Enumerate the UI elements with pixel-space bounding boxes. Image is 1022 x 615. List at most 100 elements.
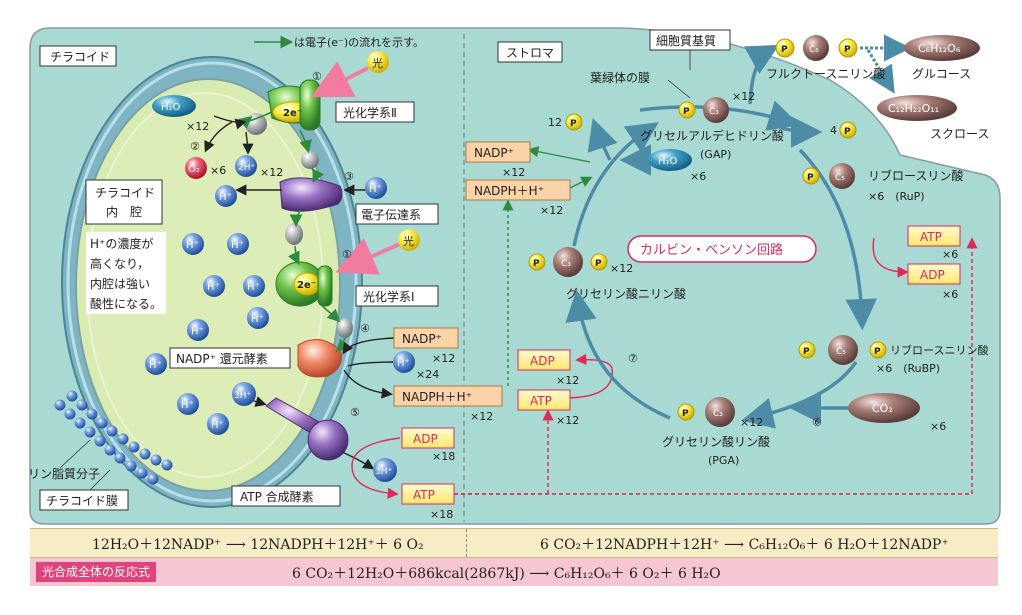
atp-synthase-label-box: [231, 485, 341, 507]
x12-bpga: ×12: [610, 262, 633, 275]
p-rup: P: [807, 173, 814, 183]
gap-abbr: (GAP): [700, 148, 731, 161]
proton-lumen-9: [177, 393, 199, 415]
sucrose-label: スクロース: [930, 127, 989, 141]
water-molecule: [648, 149, 692, 171]
twoh-label: 2H⁺: [238, 163, 255, 173]
bpga-label: グリセリン酸ニリン酸: [566, 286, 686, 301]
thylakoid-membrane-label-box: [39, 489, 129, 511]
pga-molecule: [677, 397, 735, 427]
proton-lumen-2: [182, 233, 204, 255]
atp-low: ATP: [413, 488, 435, 502]
rubp-molecule: [798, 335, 887, 365]
h-lumen-3: H⁺: [231, 240, 244, 251]
bpga-molecule: [528, 247, 608, 277]
c5-rubp: C₅: [836, 347, 846, 357]
c5-rup: C₅: [835, 173, 845, 183]
x12-gap: ×12: [732, 90, 755, 103]
c3-bpga: C₃: [561, 259, 571, 269]
etc-label: 電子伝達系: [361, 208, 421, 222]
rup-label: リブロースリン酸: [868, 168, 963, 183]
thylakoid-label-box: [39, 45, 117, 67]
atp-low-count: ×18: [430, 508, 453, 521]
ferredoxin: [337, 318, 353, 338]
total-equation-label: 光合成全体の反応式: [36, 562, 157, 582]
lumen-note-3: 内腔は強い: [90, 276, 150, 291]
proton-lumen-3: [227, 233, 249, 255]
step-7: ⑦: [628, 352, 638, 365]
rubp-count: ×6 (RuBP): [876, 362, 940, 375]
p-fbp-2: P: [844, 45, 851, 55]
equation-divider: [466, 529, 467, 557]
h-lumen-2: H⁺: [186, 240, 199, 251]
co2-count: ×6: [930, 420, 946, 433]
adp-right: ADP: [920, 268, 945, 282]
nadp-center: NADP⁺: [402, 332, 442, 346]
gap-molecule: [678, 97, 729, 123]
light-orb-2: [398, 229, 420, 251]
photosystem-1: [275, 261, 333, 307]
sucrose-molecule: [877, 95, 957, 121]
lumen-note-4: 酸性になる。: [90, 296, 162, 311]
step-4: ④: [360, 322, 370, 335]
adp-low: ADP: [413, 432, 438, 446]
p-fbp-1: P: [781, 45, 788, 55]
nadp-reductase-label-box: [169, 347, 291, 369]
glucose-label: グルコース: [912, 67, 971, 81]
water-molecule-left: [152, 95, 196, 117]
ps1-label: 光化学系Ⅰ: [363, 289, 415, 304]
threeh-lumen: 3H⁺: [234, 391, 251, 401]
h-lumen-10: H⁺: [211, 420, 224, 431]
h2o-stroma-count: ×6: [690, 170, 706, 183]
proton-lumen-4: [203, 275, 225, 297]
proton-2h: [235, 155, 257, 177]
atp-mid-count: ×12: [556, 414, 579, 427]
adp-box-mid: [517, 349, 571, 371]
reaction-arrows: [204, 115, 395, 470]
glucose-formula: C₆H₁₂O₆: [918, 42, 961, 55]
rup-count: ×6 (RuP): [868, 190, 925, 203]
phosphate-12: [565, 113, 583, 131]
calvin-reaction-equation: 6 CO₂＋12NADPH＋12H⁺ ⟶ C₆H₁₂O₆＋ 6 H₂O＋12NA…: [540, 537, 949, 553]
cytoplasm-label: 細胞質基質: [656, 33, 716, 48]
p-twelve: P: [570, 119, 577, 129]
light-reaction-equation: 12H₂O＋12NADP⁺ ⟶ 12NADPH＋12H⁺＋ 6 O₂: [92, 537, 424, 553]
twelve-p: 12: [548, 116, 562, 129]
lumen-note-2: 高くなり，: [90, 256, 149, 271]
atp-synthase-shape: [265, 397, 349, 461]
legend-dot: [257, 41, 259, 43]
h-24: H⁺: [397, 358, 410, 369]
proton-24: [393, 351, 415, 373]
atp-synthase-label: ATP 合成酵素: [240, 489, 314, 504]
four-p: 4: [830, 124, 837, 137]
co2-molecule: [848, 393, 920, 423]
pga-label: グリセリン酸リン酸: [662, 434, 770, 449]
h2o-stroma: H₂O: [658, 156, 678, 167]
label-lumen-1: チラコイド: [95, 186, 155, 200]
nadph-box-stroma: [465, 179, 571, 201]
total-equation-row: 光合成全体の反応式 6 CO₂＋12H₂O＋686kcal(2867kJ) ⟶ …: [30, 558, 998, 586]
lumen-note-box: [86, 232, 166, 314]
fructose-bisphosphate-molecule: [775, 35, 858, 61]
lumen-note-1: H⁺の濃度が: [90, 236, 153, 251]
nadph-into-calvin: [569, 176, 593, 189]
p-four: P: [844, 127, 851, 137]
c6-label: C₆: [809, 45, 819, 55]
ps2-label: 光化学系Ⅱ: [343, 105, 397, 120]
h2o-left-count: ×12: [186, 120, 209, 133]
nadp-box-center: [393, 327, 459, 349]
fbp-to-sucrose: [866, 49, 895, 94]
etc-label-box: [355, 203, 439, 225]
lumen-label-box: [85, 179, 163, 225]
atp-box-low: [401, 483, 455, 505]
c3-gap: C₃: [709, 107, 719, 117]
adp-box-right: [907, 263, 961, 285]
proton-3h-stroma: [373, 458, 397, 482]
membrane-leader: [89, 469, 111, 491]
p-bpga-1: P: [533, 259, 540, 269]
h-lumen-6: H⁺: [251, 314, 264, 325]
phospholipid-label: リン脂質分子: [28, 466, 100, 481]
glucose-molecule: [904, 35, 980, 61]
step-5: ⑤: [350, 406, 360, 419]
